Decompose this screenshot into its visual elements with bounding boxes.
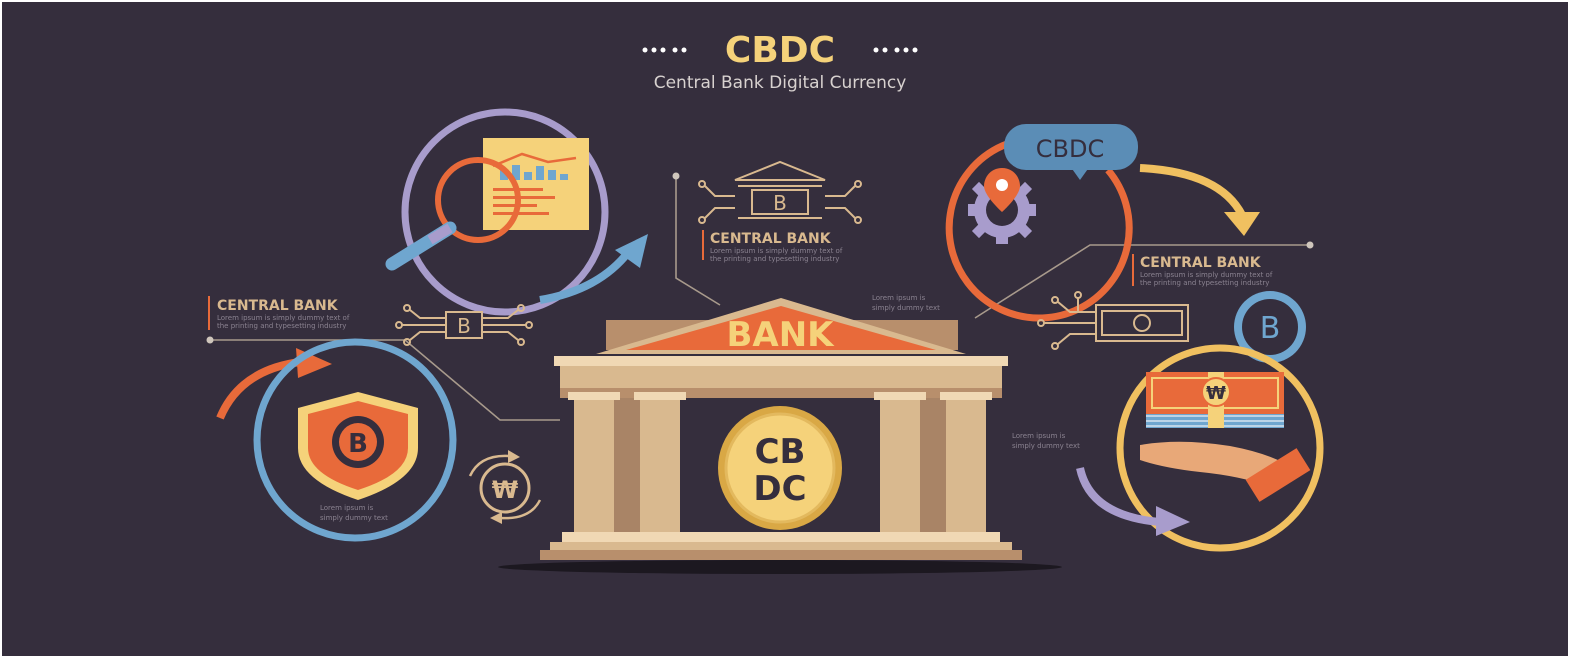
banknote-circuit-icon [1037, 291, 1189, 350]
chart-document-icon [483, 138, 589, 230]
bank-shadow [498, 560, 1062, 574]
small-note-bl-line1: Lorem ipsum is [320, 504, 374, 512]
section-body-left-line2: the printing and typesetting industry [217, 322, 346, 330]
text-block-top-center: CENTRAL BANK Lorem ipsum is simply dummy… [702, 230, 843, 263]
small-note-r-line1: Lorem ipsum is [1012, 432, 1066, 440]
small-note-right: Lorem ipsum is simply dummy text [1012, 432, 1080, 450]
won-exchange-symbol: ₩ [492, 476, 519, 504]
text-block-left: CENTRAL BANK Lorem ipsum is simply dummy… [208, 296, 350, 330]
section-body-right-line1: Lorem ipsum is simply dummy text of [1140, 271, 1273, 279]
section-body-center-line1: Lorem ipsum is simply dummy text of [710, 247, 843, 255]
section-body-right-line2: the printing and typesetting industry [1140, 279, 1269, 287]
bank-columns [574, 398, 986, 532]
arrow-purple-down [1076, 467, 1190, 536]
page-subtitle: Central Bank Digital Currency [654, 73, 907, 93]
bitcoin-coin-symbol: B [1260, 311, 1281, 346]
coin-text-line2: DC [753, 469, 806, 509]
location-gear-icon [968, 168, 1036, 244]
small-note-bottom-left: Lorem ipsum is simply dummy text [320, 504, 388, 522]
header: CBDC Central Bank Digital Currency [642, 30, 918, 93]
bank-circuit-symbol: B [773, 191, 787, 215]
won-exchange-icon: ₩ [468, 450, 542, 524]
text-block-right: CENTRAL BANK Lorem ipsum is simply dummy… [1132, 254, 1273, 287]
shield-group: B [216, 338, 457, 542]
section-heading-right: CENTRAL BANK [1140, 255, 1262, 271]
hand-cash-group: ₩ [1076, 344, 1324, 552]
section-heading-left: CENTRAL BANK [217, 298, 339, 314]
magnifier-icon [435, 157, 521, 243]
hand-icon [1140, 441, 1311, 502]
bank-circuit-icon: B [698, 160, 862, 224]
title-dots-right [873, 47, 918, 53]
shield-ring [253, 338, 457, 542]
small-note-bl-line2: simply dummy text [320, 514, 388, 522]
cash-won-symbol: ₩ [1206, 383, 1226, 404]
speech-bubble-text: CBDC [1036, 135, 1104, 163]
speech-bubble: CBDC [1004, 124, 1138, 180]
title-dots-left [642, 47, 687, 53]
gold-ring [1116, 344, 1324, 552]
bitcoin-circuit-icon: B [395, 304, 533, 346]
arrow-gold-right [1139, 164, 1260, 236]
bank-building: BANK CB DC [498, 298, 1062, 574]
shield-bitcoin-icon: B [298, 392, 418, 500]
shield-bitcoin-symbol: B [348, 429, 368, 459]
section-heading-center: CENTRAL BANK [710, 231, 832, 247]
connector-lines [206, 172, 1314, 421]
small-note-center-right: Lorem ipsum is simply dummy text [872, 294, 940, 312]
small-note-r-line2: simply dummy text [1012, 442, 1080, 450]
bitcoin-circuit-symbol: B [457, 314, 471, 338]
small-note-cr-line2: simply dummy text [872, 304, 940, 312]
magnifier-ring [401, 108, 609, 316]
cash-stack: ₩ [1146, 372, 1284, 428]
coin-text-line1: CB [755, 432, 806, 472]
section-body-left-line1: Lorem ipsum is simply dummy text of [217, 314, 350, 322]
location-group: CBDC [945, 124, 1260, 322]
bitcoin-coin-icon: B [1234, 291, 1306, 363]
magnifier-chart-group [385, 108, 648, 316]
bank-sign: BANK [726, 315, 835, 355]
section-body-center-line2: the printing and typesetting industry [710, 255, 839, 263]
small-note-cr-line1: Lorem ipsum is [872, 294, 926, 302]
arrow-blue-up [539, 234, 648, 304]
cbdc-coin: CB DC [718, 406, 842, 530]
page-title: CBDC [725, 30, 835, 71]
orange-ring-arc [945, 134, 1133, 322]
